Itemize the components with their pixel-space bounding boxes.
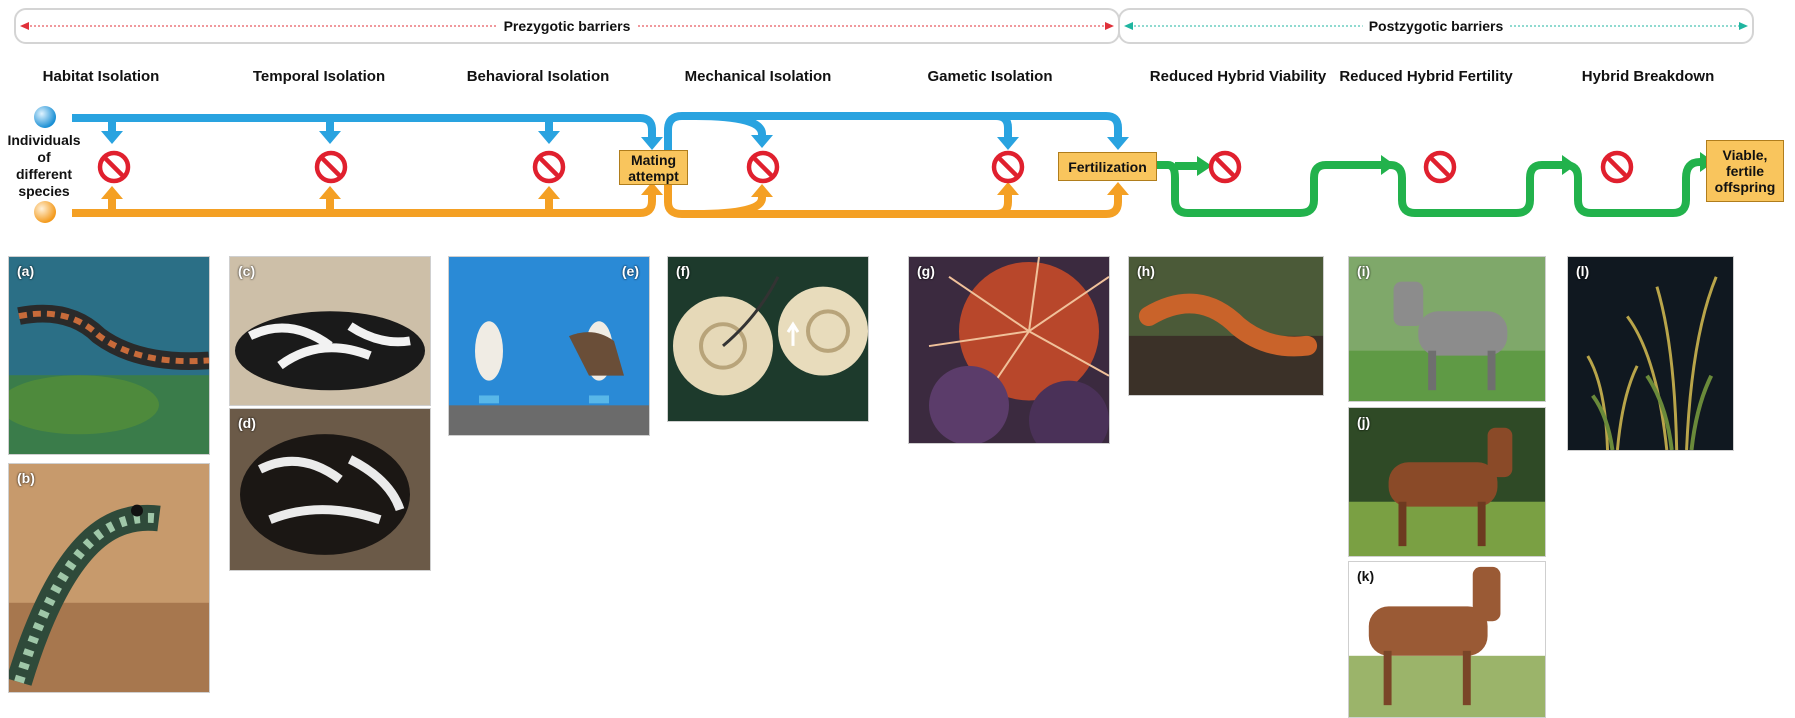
photo-label-j: (j) xyxy=(1357,414,1371,430)
block-icon-breakdown xyxy=(1603,153,1631,181)
stage-temporal-isolation: Temporal Isolation xyxy=(252,68,386,85)
species-1-ball xyxy=(34,106,56,128)
photo-l-rice: (l) xyxy=(1567,256,1734,451)
stage-reduced-hybrid-fertility: Reduced Hybrid Fertility xyxy=(1339,68,1513,85)
block-icon-habitat xyxy=(100,153,128,181)
blue-arrowheads xyxy=(101,131,1129,150)
orange-arrowheads xyxy=(101,182,1129,199)
blue-path xyxy=(72,112,1122,186)
prezygotic-label: Prezygotic barriers xyxy=(497,18,637,34)
individuals-label: Individuals of different species xyxy=(7,132,81,199)
photo-label-i: (i) xyxy=(1357,263,1371,279)
photo-b-terrestrial-snake: (b) xyxy=(8,463,210,693)
photo-d-spotted-skunk: (d) xyxy=(229,408,431,571)
photo-k-mule: (k) xyxy=(1348,561,1546,718)
photo-label-l: (l) xyxy=(1576,263,1590,279)
photo-label-b: (b) xyxy=(17,470,35,486)
photo-f-snails: (f) xyxy=(667,256,869,422)
stage-mechanical-isolation: Mechanical Isolation xyxy=(684,68,832,85)
photo-label-a: (a) xyxy=(17,263,35,279)
photo-label-f: (f) xyxy=(676,263,690,279)
photo-j-horse: (j) xyxy=(1348,407,1546,557)
species-2-ball xyxy=(34,201,56,223)
photo-label-d: (d) xyxy=(238,415,256,431)
photo-c-spotted-skunk: (c) xyxy=(229,256,431,406)
block-icon-behavioral xyxy=(535,153,563,181)
photo-label-g: (g) xyxy=(917,263,935,279)
photo-label-c: (c) xyxy=(238,263,256,279)
photo-g-sea-urchins: (g) xyxy=(908,256,1110,444)
postzygotic-band: Postzygotic barriers xyxy=(1118,8,1754,44)
orange-path xyxy=(72,150,1122,218)
green-path xyxy=(1157,158,1704,217)
photo-label-e: (e) xyxy=(621,263,639,279)
photo-label-k: (k) xyxy=(1357,568,1375,584)
photo-h-salamander: (h) xyxy=(1128,256,1324,396)
photo-e-blue-footed-boobies: (e) xyxy=(448,256,650,436)
stage-behavioral-isolation: Behavioral Isolation xyxy=(466,68,610,85)
fertilization-box: Fertilization xyxy=(1058,152,1157,181)
stage-hybrid-breakdown: Hybrid Breakdown xyxy=(1581,68,1715,85)
block-icon-viability xyxy=(1211,153,1239,181)
postzygotic-label: Postzygotic barriers xyxy=(1362,18,1510,34)
stage-gametic-isolation: Gametic Isolation xyxy=(927,68,1053,85)
block-icon-temporal xyxy=(317,153,345,181)
stage-reduced-hybrid-viability: Reduced Hybrid Viability xyxy=(1149,68,1327,85)
block-icon-fertility xyxy=(1426,153,1454,181)
photo-i-donkey: (i) xyxy=(1348,256,1546,402)
photo-label-h: (h) xyxy=(1137,263,1155,279)
prezygotic-band: Prezygotic barriers xyxy=(14,8,1120,44)
barrier-flow-diagram xyxy=(34,106,1714,223)
block-icon-mechanical xyxy=(749,153,777,181)
photo-a-water-snake: (a) xyxy=(8,256,210,455)
block-icon-gametic xyxy=(994,153,1022,181)
stage-habitat-isolation: Habitat Isolation xyxy=(42,68,160,85)
